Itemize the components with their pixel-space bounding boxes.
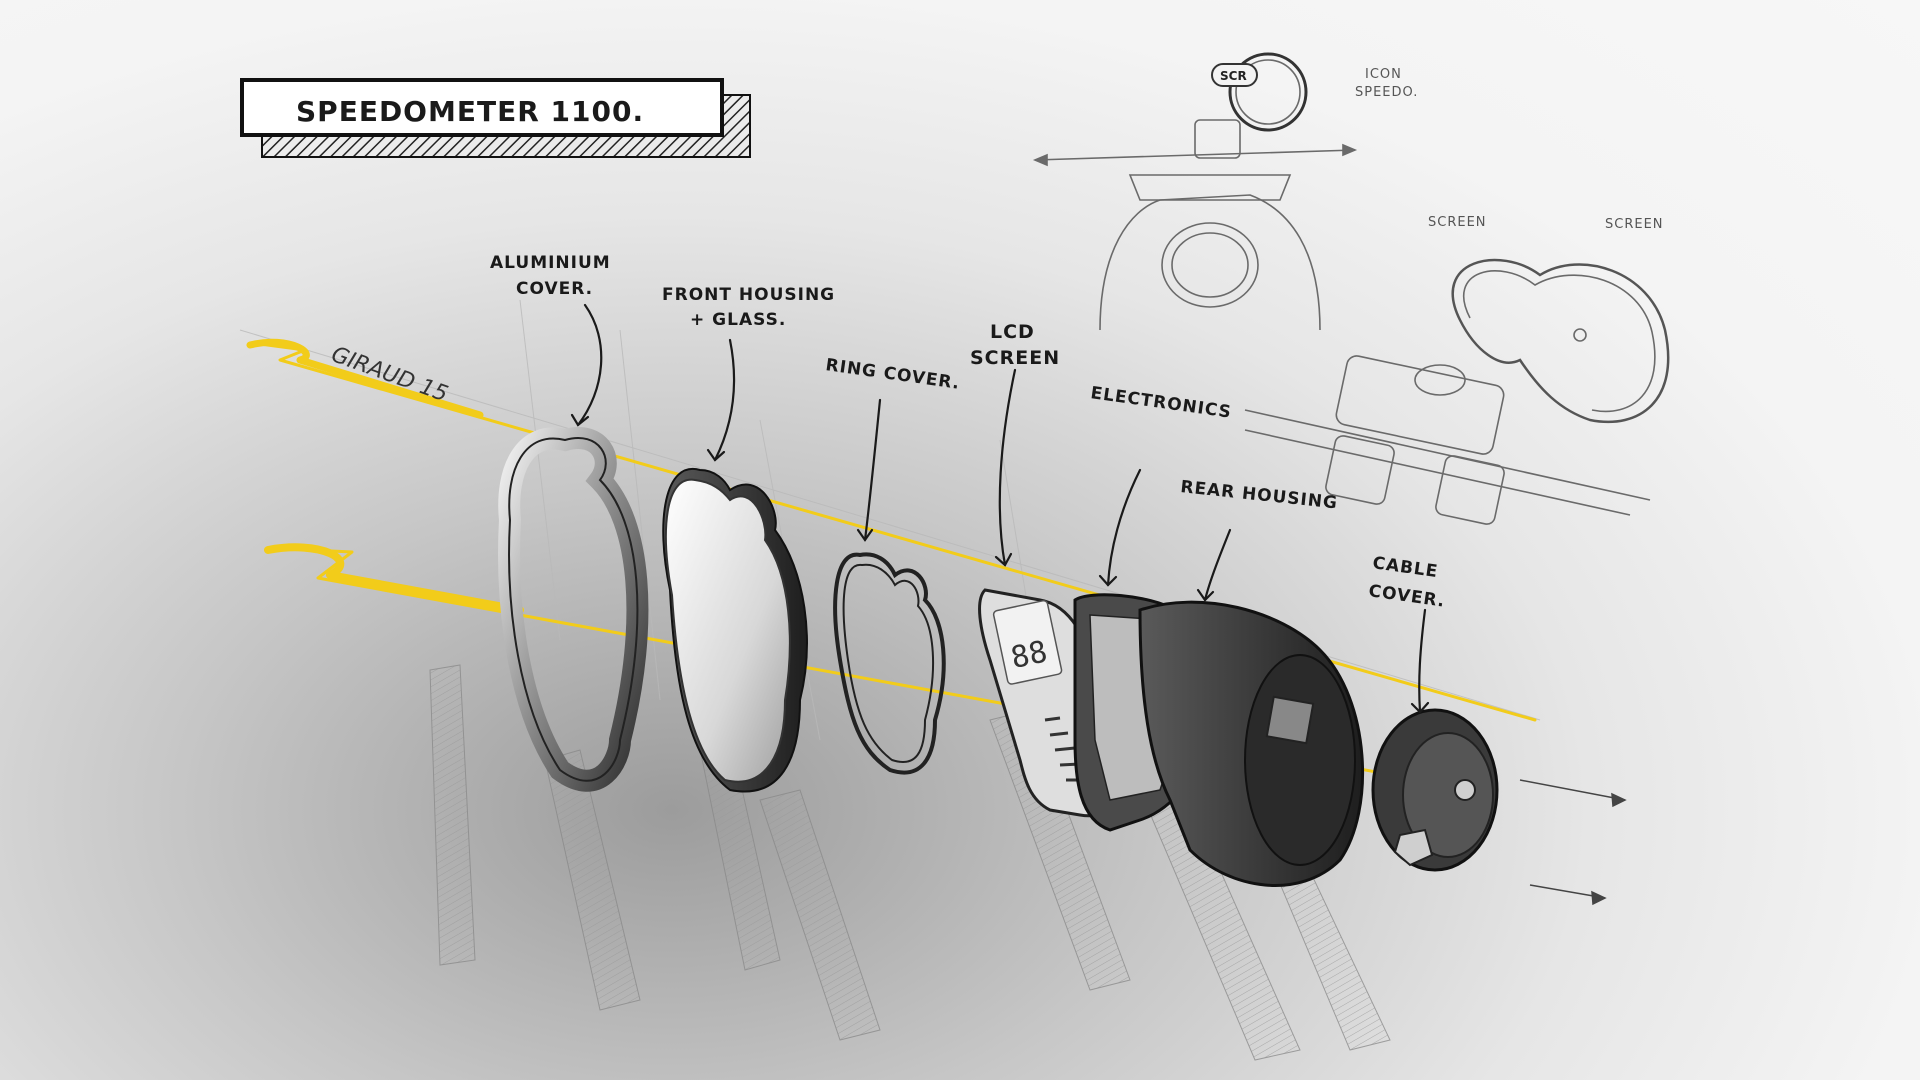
label-front-housing-line2: + GLASS. — [690, 310, 786, 330]
aluminium-cover-part — [498, 427, 649, 792]
cable-wire-arrows — [1519, 779, 1627, 906]
label-aluminium-cover-line2: COVER. — [516, 279, 593, 299]
icon-speedo-label-line1: ICON — [1365, 67, 1402, 82]
label-lcd-screen-line2: SCREEN — [970, 347, 1060, 369]
ring-cover-part — [833, 552, 946, 775]
icon-speedo-label-line2: SPEEDO. — [1355, 85, 1418, 100]
scr-badge-text: SCR — [1220, 69, 1247, 83]
label-cable-cover-line1: CABLE — [1371, 553, 1439, 582]
label-ring-cover: RING COVER. — [824, 355, 961, 394]
label-front-housing-line1: FRONT HOUSING — [662, 285, 835, 305]
screen-label-left: SCREEN — [1428, 215, 1487, 230]
page-title: SPEEDOMETER 1100. — [296, 95, 644, 128]
label-cable-cover-line2: COVER. — [1367, 581, 1446, 612]
cable-cover-part — [1371, 708, 1499, 872]
label-lcd-screen-line1: LCD — [990, 321, 1035, 343]
title-box — [240, 78, 751, 158]
label-rear-housing: REAR HOUSING — [1179, 477, 1338, 513]
yellow-axis-arrows — [246, 338, 1537, 782]
leader-arrows — [570, 303, 1430, 714]
handlebar-mount-sketch — [1244, 258, 1670, 525]
label-aluminium-cover-line1: ALUMINIUM — [490, 253, 611, 273]
lcd-digits: 88 — [1008, 634, 1051, 676]
rear-housing-part — [1138, 600, 1365, 887]
label-electronics: ELECTRONICS — [1089, 383, 1233, 423]
motorcycle-front-sketch — [1032, 52, 1358, 331]
front-housing-part — [662, 467, 808, 793]
screen-label-right: SCREEN — [1605, 217, 1664, 232]
